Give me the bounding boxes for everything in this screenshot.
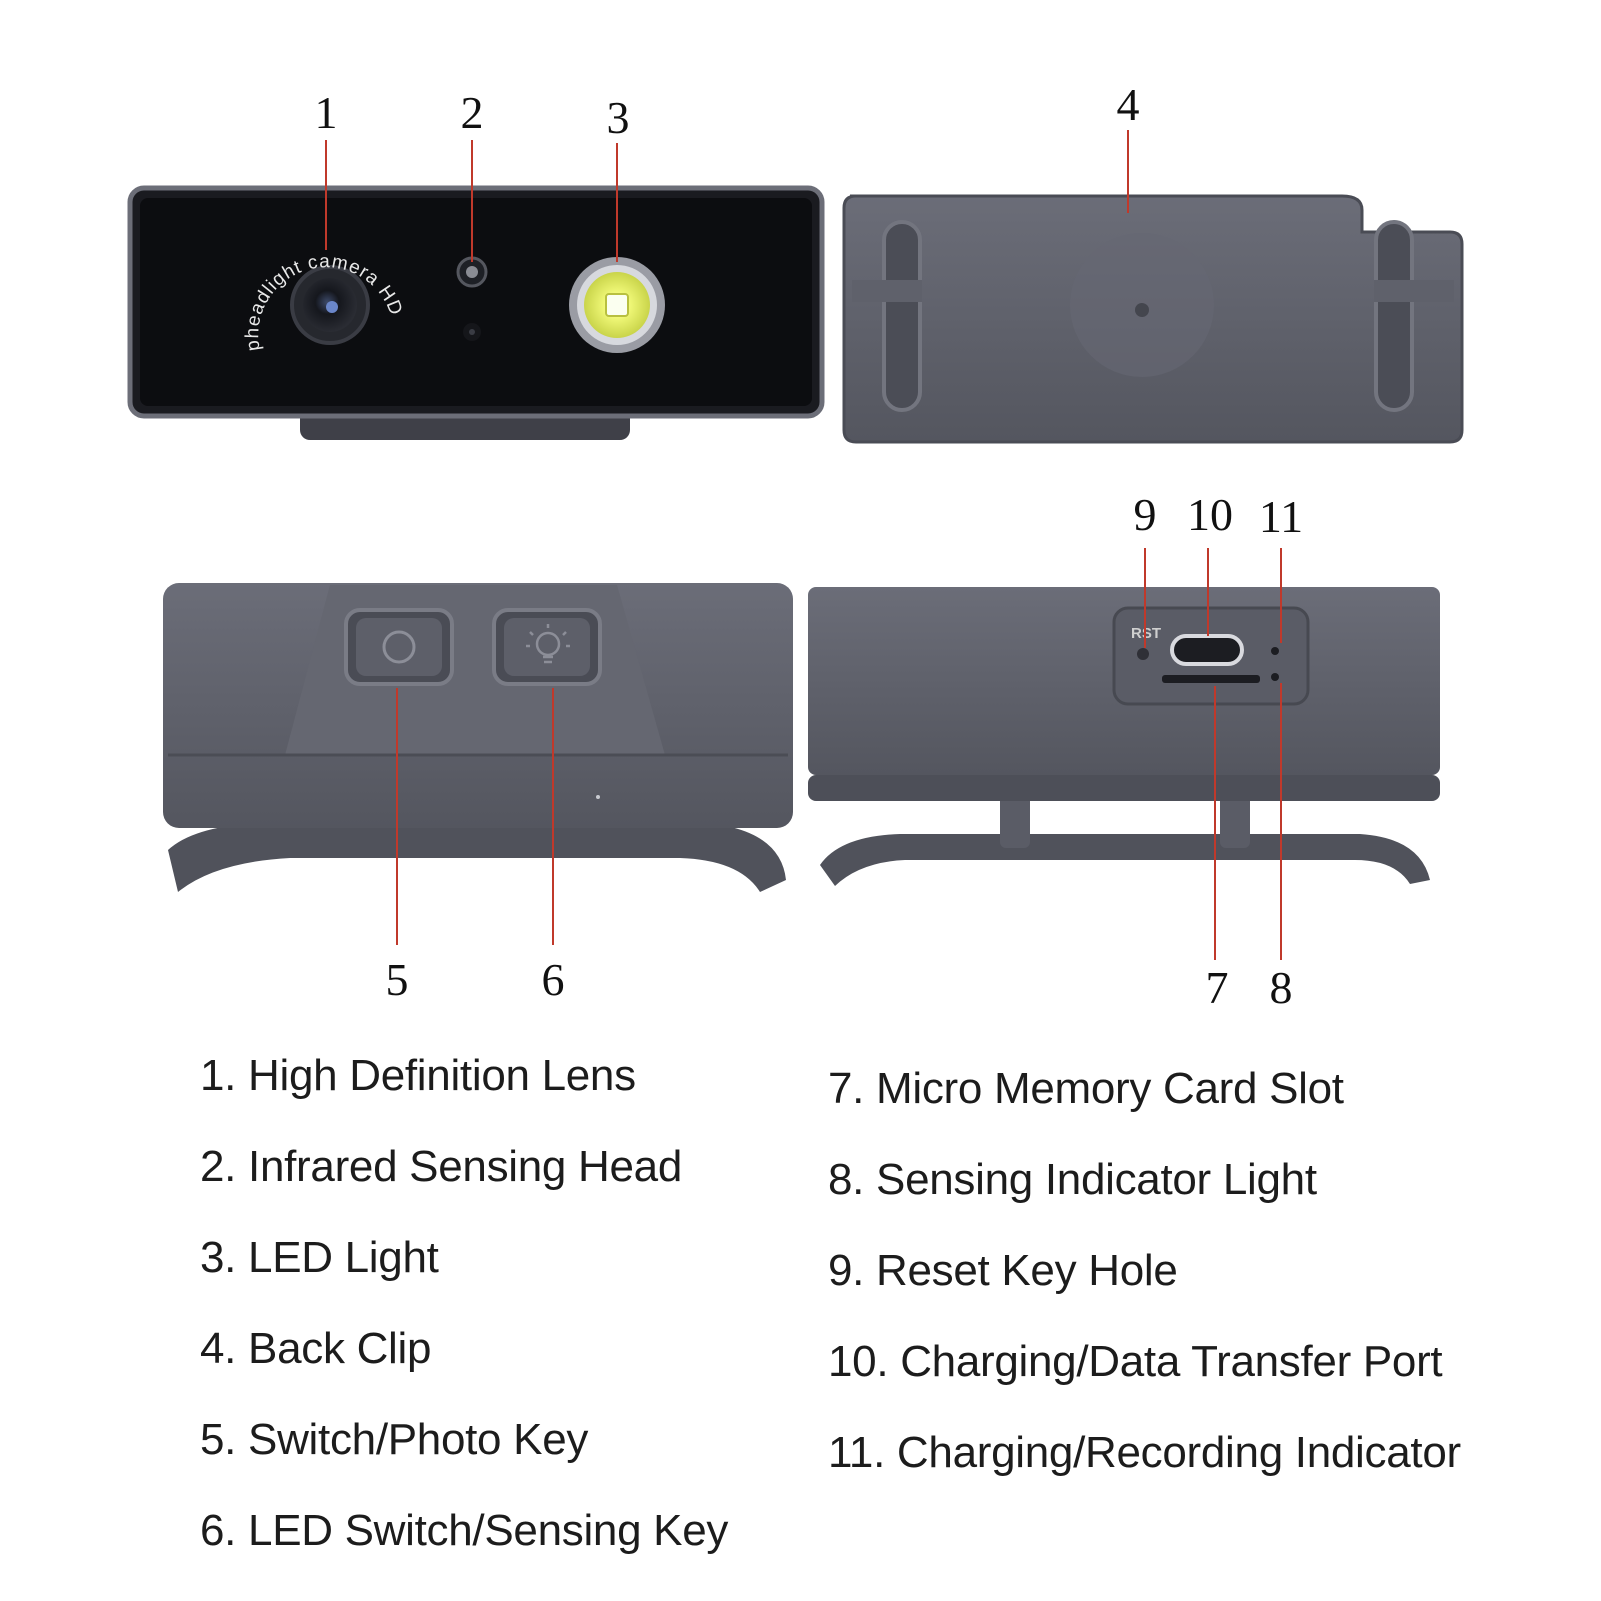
port-side-view: RST [808, 587, 1440, 886]
circle-button-icon [382, 630, 416, 664]
button-view-bevel [285, 585, 665, 755]
clip-tab-left [852, 280, 922, 302]
memory-card-slot [1162, 675, 1260, 683]
clip-slot-right [1374, 220, 1414, 412]
callout-6: 6 [542, 954, 565, 1005]
callout-11: 11 [1259, 491, 1303, 542]
led-light-icon [569, 257, 665, 353]
usb-c-port [1170, 634, 1244, 666]
callout-9: 9 [1134, 489, 1157, 540]
legend-item: 11. Charging/Recording Indicator [828, 1428, 1461, 1477]
legend-item: 10. Charging/Data Transfer Port [828, 1337, 1443, 1386]
callout-3: 3 [607, 92, 630, 143]
bulb-icon [526, 624, 570, 664]
legend-right: 7. Micro Memory Card Slot 8. Sensing Ind… [828, 1043, 1461, 1498]
reset-hole [1137, 648, 1149, 660]
legend-item: 1. High Definition Lens [200, 1051, 636, 1100]
callout-5: 5 [386, 954, 409, 1005]
clip-slot-left [882, 220, 922, 412]
button-side-view [163, 583, 793, 892]
switch-photo-key [344, 608, 454, 686]
callout-7: 7 [1206, 962, 1229, 1013]
callout-8: 8 [1270, 962, 1293, 1013]
back-clip-view [842, 194, 1464, 444]
port-view-clip [820, 834, 1430, 886]
legend-item: 5. Switch/Photo Key [200, 1415, 589, 1464]
callout-1: 1 [315, 87, 338, 138]
legend-item: 7. Micro Memory Card Slot [828, 1064, 1344, 1113]
led-sensing-key [492, 608, 602, 686]
sensing-indicator [1271, 673, 1279, 681]
legend-left: 1. High Definition Lens 2. Infrared Sens… [200, 1030, 728, 1576]
clip-tab-right [1374, 280, 1454, 302]
front-view: pheadlight camera HD 1080 [0, 0, 825, 440]
legend-item: 2. Infrared Sensing Head [200, 1142, 682, 1191]
callout-lines [325, 130, 1282, 960]
clip-center-hole [1135, 303, 1149, 317]
legend-item: 6. LED Switch/Sensing Key [200, 1506, 729, 1555]
legend-item: 3. LED Light [200, 1233, 439, 1282]
legend-item: 4. Back Clip [200, 1324, 432, 1373]
callout-4: 4 [1117, 79, 1140, 130]
legend-item: 8. Sensing Indicator Light [828, 1155, 1317, 1204]
button-view-clip [168, 821, 786, 892]
recording-indicator [1271, 647, 1279, 655]
legend-item: 9. Reset Key Hole [828, 1246, 1178, 1295]
callout-2: 2 [461, 87, 484, 138]
front-view-panel [140, 198, 812, 406]
callout-10: 10 [1187, 489, 1233, 540]
